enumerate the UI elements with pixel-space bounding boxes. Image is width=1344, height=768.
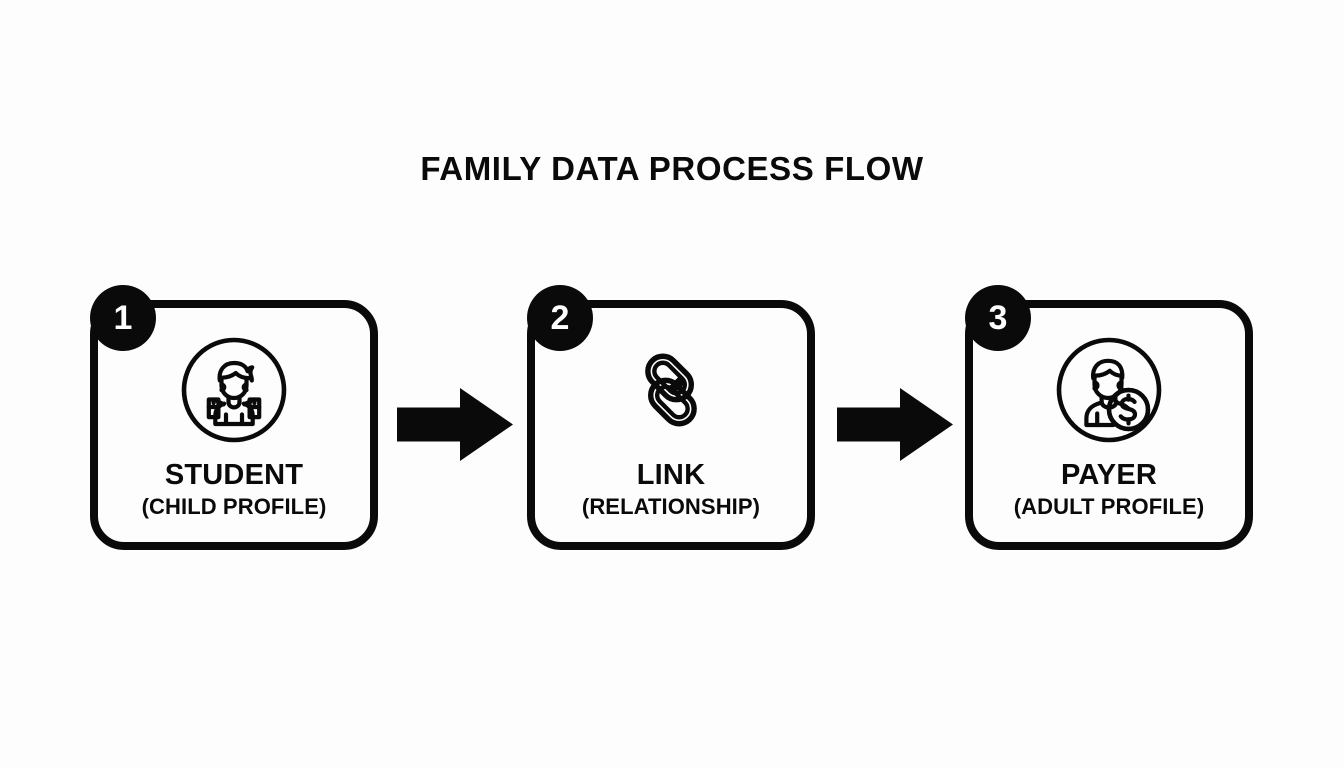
student-child-backpack-icon <box>181 337 287 443</box>
link-labels: LINK (RELATIONSHIP) <box>519 459 823 520</box>
payer-adult-dollar-icon <box>1056 337 1162 443</box>
arrow-right-icon <box>397 388 513 461</box>
arrow-right-icon <box>837 388 953 461</box>
step-label-link: LINK <box>636 459 706 491</box>
payer-labels: PAYER (ADULT PROFILE) <box>957 459 1261 520</box>
student-icon-container <box>98 334 370 446</box>
chain-link-icon <box>645 353 697 427</box>
step-label-payer: PAYER <box>1060 459 1158 491</box>
step-badge-2: 2 <box>527 285 593 351</box>
step-sublabel-student: (CHILD PROFILE) <box>141 494 327 520</box>
step-badge-3: 3 <box>965 285 1031 351</box>
step-sublabel-payer: (ADULT PROFILE) <box>1013 494 1205 520</box>
step-label-student: STUDENT <box>164 459 304 491</box>
step-sublabel-link: (RELATIONSHIP) <box>581 494 761 520</box>
step-badge-1: 1 <box>90 285 156 351</box>
arrow-right-2 <box>837 388 953 461</box>
page-title: FAMILY DATA PROCESS FLOW <box>420 150 924 187</box>
student-labels: STUDENT (CHILD PROFILE) <box>82 459 386 520</box>
payer-icon-container <box>973 334 1245 446</box>
link-icon-container <box>535 334 807 446</box>
arrow-right-1 <box>397 388 513 461</box>
